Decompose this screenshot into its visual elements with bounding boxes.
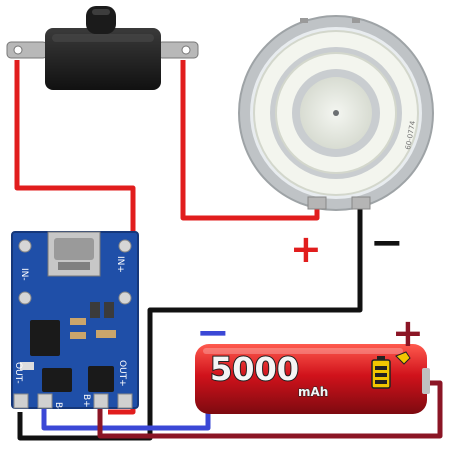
battery-18650: 5000 mAh: [195, 344, 430, 414]
terminal-b-minus: [37, 393, 53, 409]
switch-body: [45, 28, 161, 90]
black-wire-led-minus-to-out-minus: [17, 208, 363, 441]
label-in-plus: IN+: [115, 256, 125, 273]
terminal-b-plus: [93, 393, 109, 409]
label-b-minus: B-: [53, 402, 63, 411]
switch-left-tab: [6, 41, 48, 59]
battery-plus-mark: +: [392, 311, 424, 355]
red-wire-switch-to-led-plus: [180, 60, 320, 221]
terminal-out-minus: [13, 393, 29, 409]
push-button-switch: [6, 6, 199, 90]
battery-body: [195, 344, 427, 414]
led-minus-mark: −: [370, 220, 404, 266]
charger-ic: [30, 320, 60, 356]
led-plus-mark: +: [290, 227, 322, 271]
terminal-out-plus: [117, 393, 133, 409]
led-pad-minus: [351, 196, 371, 210]
battery-terminal-plus: [422, 368, 430, 394]
blue-wire-b-minus-to-battery-minus: [41, 400, 211, 431]
battery-minus-mark: −: [196, 310, 230, 356]
label-out-minus: OUT-: [13, 362, 23, 384]
switch-right-tab: [157, 41, 199, 59]
charger-module: IN- IN+ OUT- OUT+ B- B+: [11, 231, 139, 411]
label-b-plus: B+: [81, 394, 91, 408]
maroon-wire-b-plus-to-battery-plus: [97, 380, 443, 439]
battery-capacity: 5000: [210, 350, 299, 388]
battery-unit: mAh: [298, 385, 328, 399]
bee-icon: [395, 351, 411, 365]
label-in-minus: IN-: [19, 268, 29, 281]
red-wire-switch-to-out-plus: [14, 60, 136, 415]
protection-ic: [42, 368, 72, 392]
led-pad-plus: [307, 196, 327, 210]
label-out-plus: OUT+: [117, 360, 127, 387]
mosfet-ic: [88, 366, 114, 392]
cob-led-disc: 60-0774: [238, 15, 434, 211]
